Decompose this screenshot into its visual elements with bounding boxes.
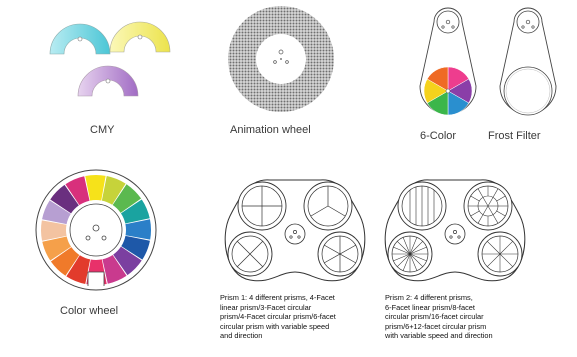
prism-facet-line [409, 237, 418, 255]
prism-2-description: Prism 2: 4 different prisms, 6-Facet lin… [385, 293, 493, 341]
frost-filter-illustration [499, 7, 557, 116]
prism-facet-line [409, 253, 423, 267]
color-wheel-filter [85, 175, 106, 201]
six-color-label: 6-Color [420, 130, 457, 142]
prism-facet-line [477, 188, 484, 198]
prism-facet-line [482, 205, 489, 215]
color-wheel-filter [65, 176, 90, 206]
prism-2-illustration [384, 179, 526, 282]
prism-facet-line [402, 237, 411, 255]
prism-facet-line [492, 188, 499, 198]
color-wheel-label: Color wheel [60, 305, 119, 317]
cmy-flags-illustration [49, 21, 171, 97]
prism-facet-line [496, 195, 506, 202]
prism-facet-line [470, 195, 480, 202]
color-wheel-filter [50, 247, 80, 276]
prism-3-facet-circular [303, 181, 353, 231]
cmy-panel [40, 14, 180, 144]
animation-wheel-label: Animation wheel [230, 124, 311, 136]
prism-facet-line [487, 197, 494, 207]
color-wheel-filter [42, 200, 71, 225]
prism-facet-line [409, 253, 427, 262]
color-wheel-illustration [35, 169, 157, 291]
color-wheel-filter [50, 184, 79, 214]
prism-facet-line [409, 241, 423, 255]
prism-8-facet-circular [477, 231, 523, 277]
prism-facet-line [492, 214, 499, 224]
prism-1-illustration [224, 179, 366, 282]
color-wheel-filter [102, 254, 127, 284]
six-color-wheel [423, 66, 473, 116]
frost-filter-label: Frost Filter [488, 130, 541, 142]
prism-facet-line [496, 210, 506, 217]
color-wheel-filter [120, 199, 150, 224]
cmy-label: CMY [90, 124, 115, 136]
magenta-flag [77, 65, 139, 97]
color-wheel-filter [42, 236, 72, 261]
prism-facet-line [397, 241, 411, 255]
color-wheel-filter [66, 255, 91, 284]
prism-4-facet-linear [237, 181, 287, 231]
animation-wheel-illustration [228, 6, 334, 112]
prism-16-facet-circular [387, 231, 433, 277]
six-color-illustration [419, 7, 477, 116]
prism-facet-line [499, 241, 513, 255]
prism-facet-line [409, 253, 418, 271]
prism-facet-line [477, 214, 484, 224]
prism-facet-line [409, 246, 427, 255]
yellow-flag [109, 21, 171, 53]
prism-6-facet-circular [317, 231, 363, 277]
color-wheel-filter [101, 176, 126, 205]
prism-facet-line [487, 241, 501, 255]
cyan-flag [49, 23, 111, 55]
prism-facet-line [393, 246, 411, 255]
color-wheel-filter [125, 219, 151, 240]
prism-facet-line [499, 253, 513, 267]
color-wheel-filter [121, 235, 150, 260]
prism-facet-line [397, 253, 411, 267]
prism-facet-line [470, 210, 480, 217]
color-wheel-filter [113, 246, 142, 276]
color-wheel-filter [112, 184, 142, 213]
prism-facet-line [482, 197, 489, 207]
prism-facet-line [487, 205, 494, 215]
prism-1-description: Prism 1: 4 different prisms, 4-Facet lin… [220, 293, 336, 341]
prism-facet-line [393, 253, 411, 262]
prism-facet-line [487, 253, 501, 267]
prism-facet-line [402, 253, 411, 271]
six-color-segment [426, 66, 449, 92]
prism-4-facet-circular [227, 231, 273, 277]
color-wheel-filter [41, 220, 67, 241]
prism-6-plus-12-facet-circular [463, 181, 513, 231]
prism-6-facet-linear [397, 181, 447, 231]
